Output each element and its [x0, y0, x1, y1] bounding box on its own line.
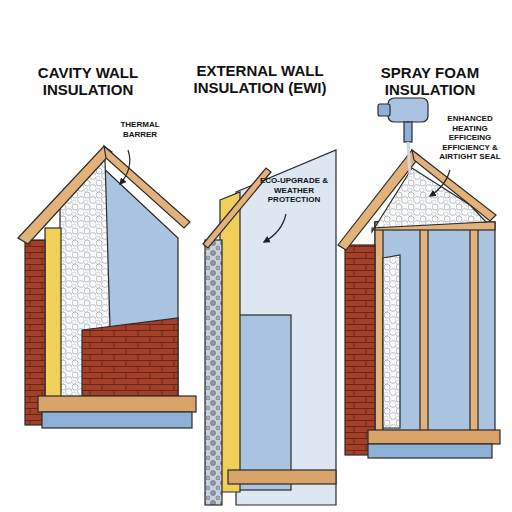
panel-heading: EXTERNAL WALL INSULATION (EWI) [183, 62, 337, 97]
callout-label: ENHANCED HEATING EFFICEING EFFICIENCY & … [434, 114, 506, 162]
panel-heading: CAVITY WALL INSULATION [13, 64, 163, 99]
panel-heading: SPRAY FOAM INSULATION [355, 64, 505, 99]
leader-lines [120, 150, 450, 242]
cavity-wall-section [18, 146, 196, 428]
spray-foam-section [338, 98, 500, 458]
callout-label: ECO-UPGRADE & WEATHER PROTECTION [260, 176, 328, 205]
external-wall-section [203, 150, 336, 505]
callout-label: THERMAL BARRER [112, 120, 168, 139]
